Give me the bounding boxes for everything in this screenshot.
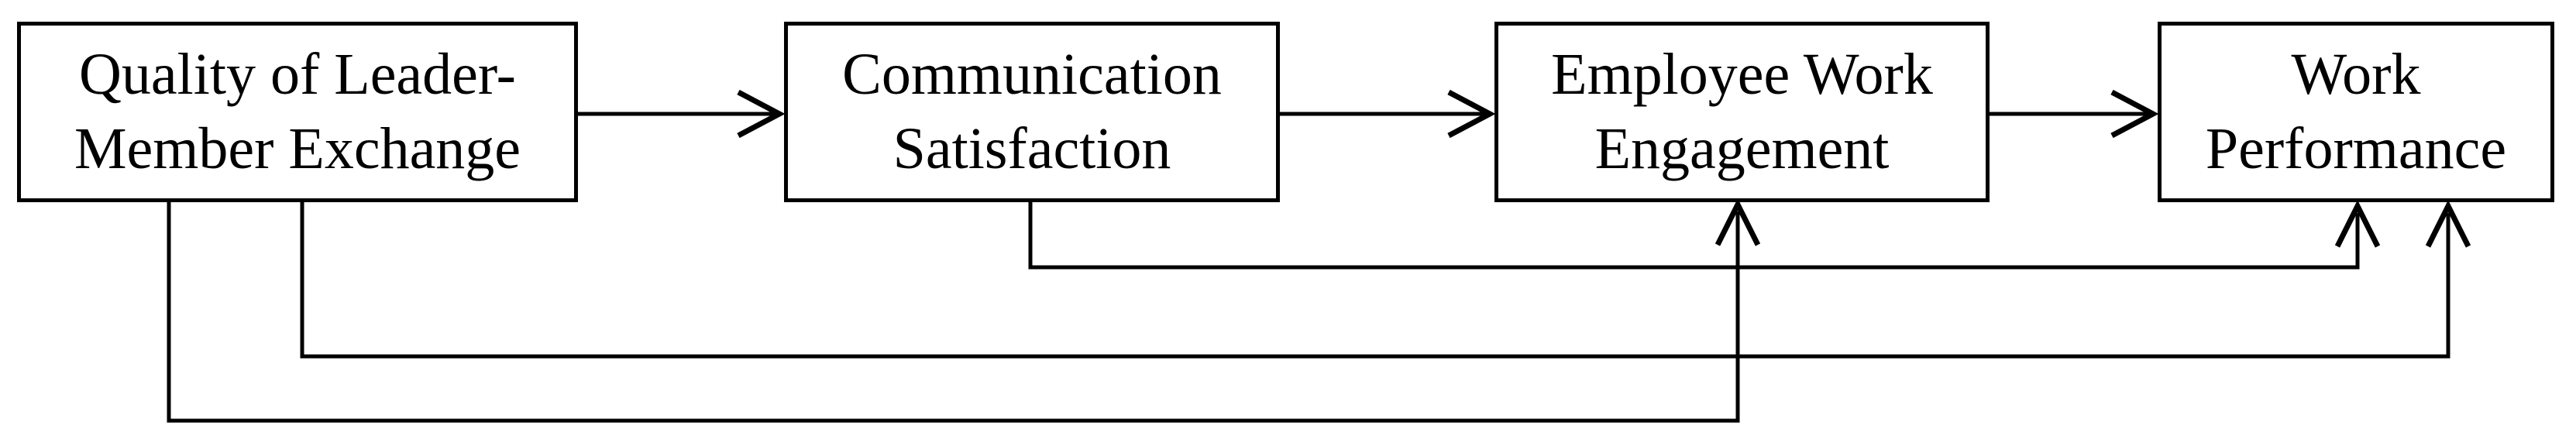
arrowhead-right-ewe — [1447, 89, 1496, 139]
arrow-ewe-to-wp — [1990, 89, 2159, 139]
node-label-cs: Communication Satisfaction — [842, 41, 1222, 181]
arrowhead-up-wp-left — [2334, 200, 2381, 248]
node-label-ewe: Employee Work Engagement — [1551, 41, 1933, 181]
connector-lmx-to-wp — [300, 200, 2471, 359]
node-label-wp: Work Performance — [2205, 41, 2507, 181]
node-employee-work-engagement: Employee Work Engagement — [1494, 22, 1990, 202]
arrowhead-right-wp — [2110, 89, 2159, 139]
node-communication-satisfaction: Communication Satisfaction — [784, 22, 1280, 202]
arrowhead-up-ewe — [1714, 198, 1761, 246]
arrowhead-right-cs — [737, 89, 786, 139]
node-work-performance: Work Performance — [2158, 22, 2554, 202]
connector-lmx-to-ewe — [167, 198, 1761, 423]
arrowhead-up-wp-right — [2425, 200, 2471, 248]
arrow-cs-to-ewe — [1280, 89, 1496, 139]
arrow-lmx-to-cs — [578, 89, 786, 139]
node-quality-of-leader-member-exchange: Quality of Leader- Member Exchange — [17, 22, 578, 202]
node-label-lmx: Quality of Leader- Member Exchange — [74, 41, 521, 181]
connector-cs-to-wp — [1028, 200, 2381, 270]
